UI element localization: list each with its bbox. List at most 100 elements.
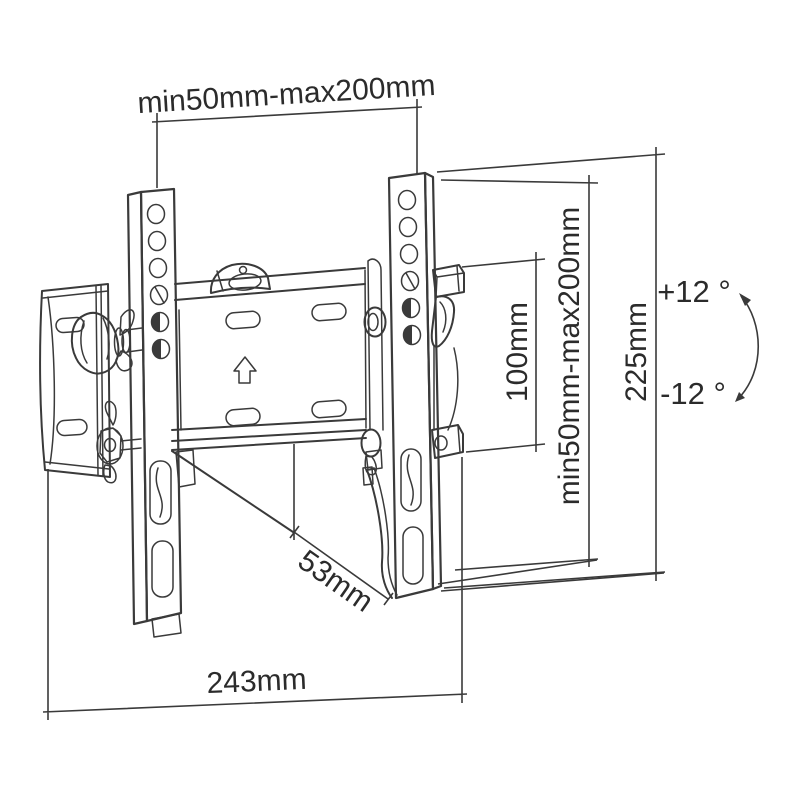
rail-hole (146, 203, 166, 225)
tilt-up-label: +12 ° (657, 274, 731, 309)
bolt-wing-bottom (103, 464, 117, 484)
left-rail (126, 187, 183, 638)
tilt-arrow-up-icon (739, 293, 751, 306)
cam-strip (367, 258, 384, 431)
rail-screw-shade (152, 340, 161, 359)
dim-label-depth: 53mm (292, 544, 379, 619)
right-rail (387, 171, 443, 600)
right-rail-side-face (423, 171, 443, 591)
bolt-wing-top (104, 400, 117, 426)
wall-slot-top (55, 316, 85, 334)
knob-wing-bottom (115, 350, 133, 372)
locking-clip-pin (238, 265, 248, 275)
dim-vesa-height-lines (461, 252, 546, 453)
knob-body (70, 311, 120, 375)
locking-clip-facet (216, 270, 224, 292)
wall-slot-bottom (56, 418, 88, 437)
base-back-edge-upper (437, 559, 598, 585)
plate-slot (311, 399, 347, 419)
dim-label-total-width: 243mm (206, 663, 307, 700)
rail-slot (402, 526, 424, 585)
top-hook-facets (432, 265, 465, 298)
tilt-arrow-down-icon (735, 392, 745, 402)
flange-strip-outer (366, 469, 393, 599)
left-wall-plate (39, 283, 111, 478)
rail-hole (147, 230, 167, 252)
rail-screw-slot (154, 286, 165, 304)
left-rail-front-face (139, 187, 183, 623)
right-rail-hooks (430, 264, 465, 459)
rail-slot-curve (406, 454, 414, 506)
locking-clip-hole (228, 273, 262, 291)
hook-strip-edges (433, 345, 459, 431)
rail-screw-slot (405, 272, 416, 290)
locking-clip (209, 262, 271, 294)
rail-slot (400, 448, 422, 512)
flange-strip-cap (366, 467, 375, 471)
knob-ring-outer (113, 327, 125, 357)
bottom-hook-block (431, 424, 464, 459)
rail-hole (398, 216, 418, 238)
lower-cam (360, 428, 382, 458)
wall-plate-top-bevel (42, 290, 109, 299)
rail-screw-hole (400, 270, 420, 292)
upper-cam-hub (367, 312, 379, 332)
bottom-hook-edge (457, 425, 461, 453)
rail-slot-curve (155, 467, 163, 518)
knob-facet-right (102, 317, 110, 360)
base-back-edge-lower (440, 572, 665, 592)
dim-rail-range-lines (440, 175, 599, 571)
plate-bottom-beam (171, 418, 367, 451)
rail-screw-shade (403, 326, 412, 345)
left-rail-bottom-tab (151, 613, 182, 638)
wall-plate-bottom-bevel (44, 461, 110, 470)
rail-screw-shade (402, 299, 411, 318)
lower-cam-tab (362, 466, 374, 486)
rail-slot (151, 540, 174, 598)
wall-plate-crease (47, 296, 56, 465)
bolt-hex-nut (99, 427, 122, 463)
wall-plate-flange-edge (100, 284, 104, 477)
knob-facet-left (80, 320, 88, 364)
flange-strip-inner (373, 467, 398, 596)
bolt-center (103, 437, 117, 453)
plate-top-beam (174, 267, 366, 301)
tilt-arc (737, 295, 760, 400)
upper-cam (363, 306, 387, 338)
rail-hole (399, 243, 419, 265)
wall-plate-outline (39, 283, 111, 478)
wing-bolt-left (96, 400, 142, 484)
plate-left-edge (178, 309, 182, 431)
dim-label-rail-height-range: min50mm-max200mm (553, 207, 586, 505)
plate-slot (225, 407, 261, 427)
dim-label-vesa-height: 100mm (501, 302, 534, 402)
tilt-down-label: -12 ° (660, 376, 726, 411)
plate-right-flange (364, 269, 367, 429)
flange-left-edge (171, 450, 294, 533)
rail-hole (397, 189, 417, 211)
plate-slot (225, 310, 261, 330)
plate-corner-piece (175, 449, 196, 488)
center-wall-plate (171, 262, 367, 488)
dim-top-width-lines (151, 99, 423, 188)
bottom-hook-washer (434, 435, 448, 451)
dim-label-total-height: 225mm (620, 302, 653, 402)
top-hook-block (432, 264, 465, 298)
dim-label-top-width: min50mm-max200mm (136, 69, 436, 120)
rail-slot (149, 460, 172, 525)
up-arrow-icon (233, 356, 257, 384)
right-knob (430, 295, 456, 348)
flange-corner-box (365, 449, 383, 471)
dim-total-width-lines (42, 457, 468, 720)
plate-slot (311, 302, 347, 322)
dim-total-height-lines (436, 147, 666, 589)
right-rail-inner-cams (360, 258, 387, 486)
rail-screw-hole (149, 284, 169, 306)
rail-screw-shade (151, 313, 160, 332)
dim-depth-lines (289, 444, 394, 606)
right-knob-facet (439, 301, 447, 333)
rail-hole (148, 257, 168, 279)
dimension-lines (42, 99, 760, 720)
